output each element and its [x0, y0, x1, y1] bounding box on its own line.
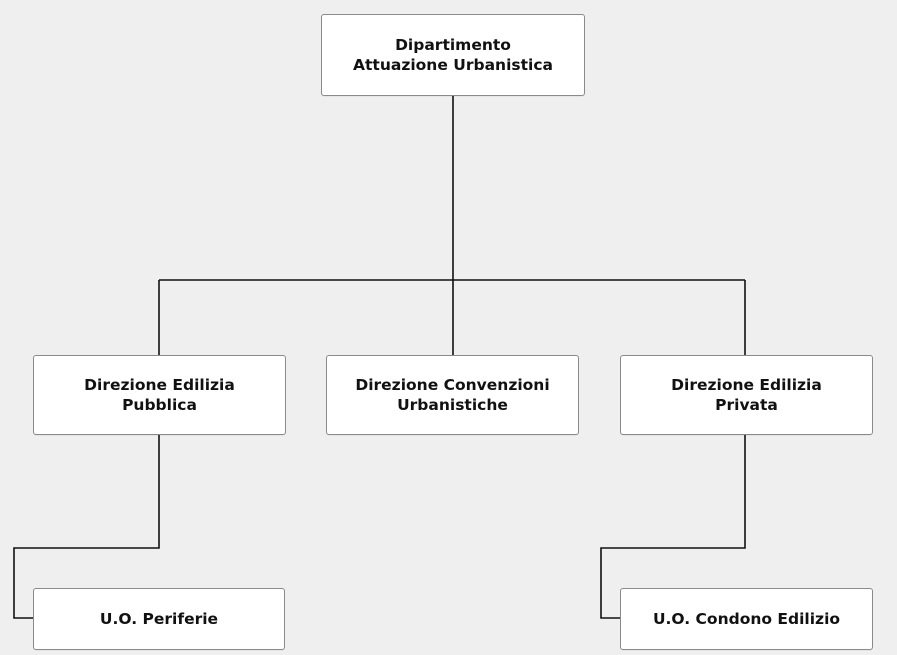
node-label-line: Attuazione Urbanistica	[353, 56, 553, 74]
node-label-line: Privata	[715, 396, 778, 414]
node-label-line: Dipartimento	[395, 36, 511, 54]
node-direzione-edilizia-pubblica[interactable]: Direzione Edilizia Pubblica	[33, 355, 286, 435]
node-direzione-convenzioni-urbanistiche[interactable]: Direzione Convenzioni Urbanistiche	[326, 355, 579, 435]
node-dipartimento-attuazione-urbanistica[interactable]: Dipartimento Attuazione Urbanistica	[321, 14, 585, 96]
node-uo-periferie[interactable]: U.O. Periferie	[33, 588, 285, 650]
connector-root-to-level2	[158, 96, 746, 355]
node-label-line: U.O. Condono Edilizio	[652, 610, 841, 628]
node-label-line: Urbanistiche	[397, 396, 508, 414]
node-label-line: Direzione Edilizia	[84, 376, 235, 394]
node-label-line: Pubblica	[122, 396, 197, 414]
node-direzione-edilizia-privata[interactable]: Direzione Edilizia Privata	[620, 355, 873, 435]
node-label-line: U.O. Periferie	[99, 610, 219, 628]
node-label-line: Direzione Convenzioni	[355, 376, 550, 394]
connector-privata-to-condono	[600, 435, 746, 619]
connector-pubblica-to-periferie	[13, 435, 160, 619]
node-uo-condono-edilizio[interactable]: U.O. Condono Edilizio	[620, 588, 873, 650]
node-label-line: Direzione Edilizia	[671, 376, 822, 394]
